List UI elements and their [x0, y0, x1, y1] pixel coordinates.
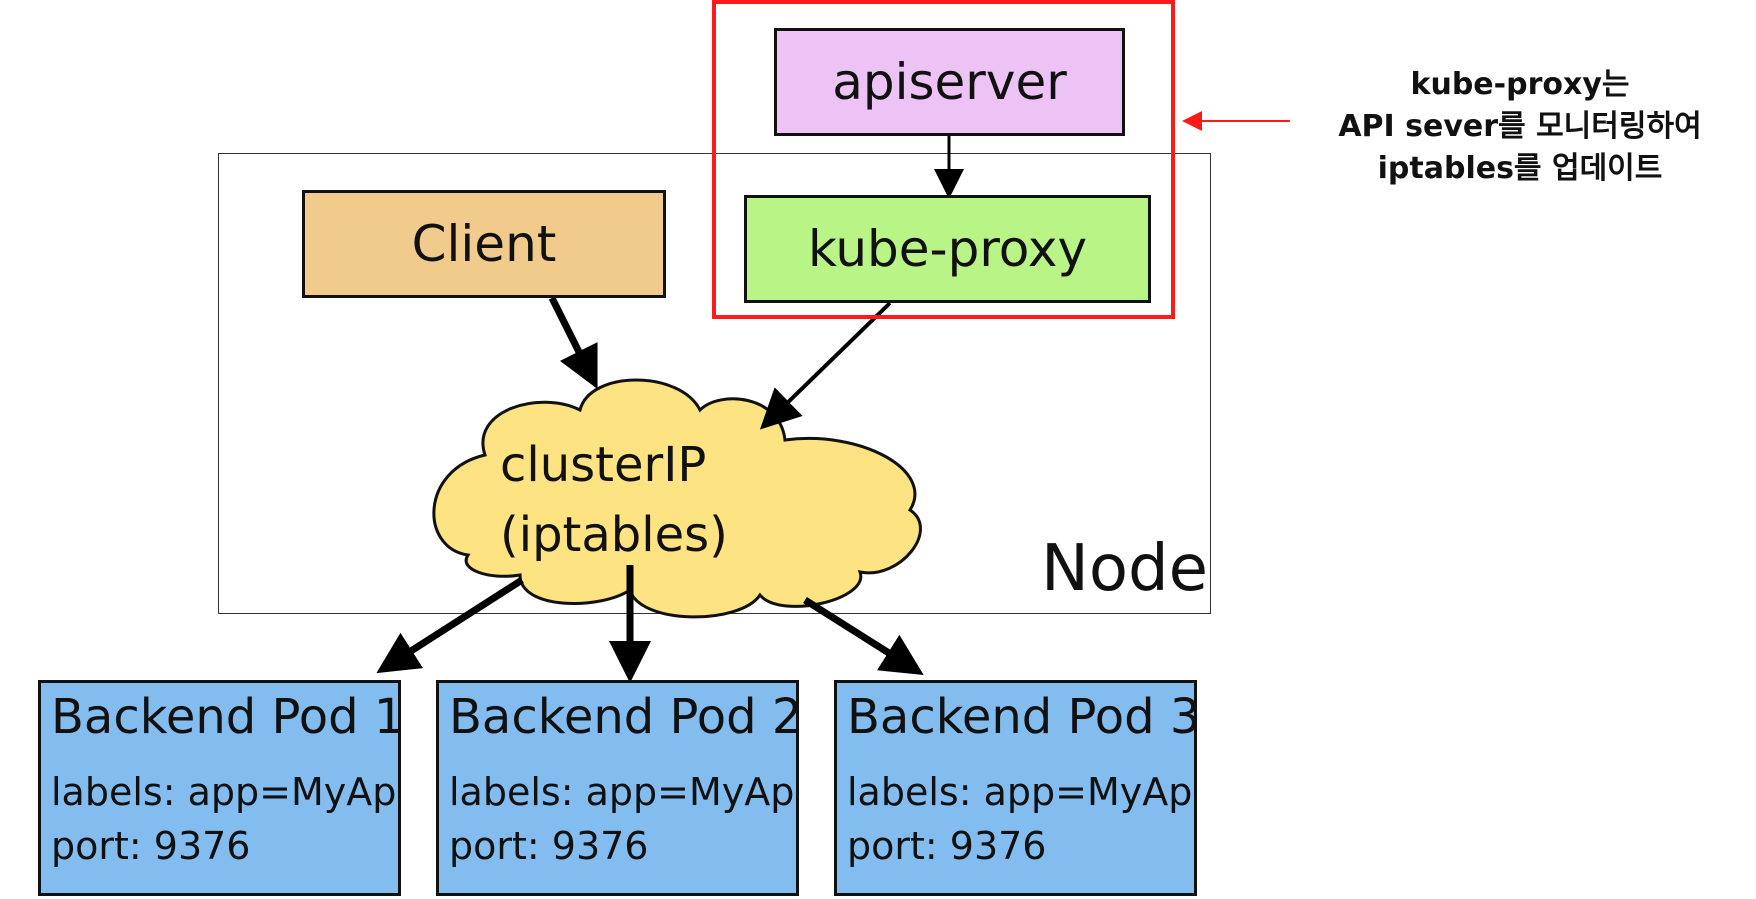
pod-labels: labels: app=MyApp [449, 770, 799, 814]
kube-proxy-label: kube-proxy [807, 220, 1088, 278]
pod-port: port: 9376 [449, 824, 649, 868]
kube-proxy-highlight-frame [712, 0, 1175, 319]
cluster-ip-line1: clusterIP [500, 437, 707, 493]
arrow-cluster-ip-to-pod-1 [376, 577, 524, 674]
backend-pod-2: Backend Pod 2 labels: app=MyApp port: 93… [436, 680, 799, 896]
pod-labels: labels: app=MyApp [51, 770, 401, 814]
cluster-ip-text: clusterIP (iptables) [500, 430, 728, 570]
pod-title: Backend Pod 1 [51, 689, 401, 745]
cluster-ip-cloud [432, 378, 922, 619]
arrow-cluster-ip-to-pod-3 [803, 597, 924, 675]
apiserver-label: apiserver [832, 53, 1067, 111]
annotation-line3: iptables를 업데이트 [1377, 151, 1663, 186]
pod-title: Backend Pod 2 [449, 689, 799, 745]
pod-title: Backend Pod 3 [847, 689, 1197, 745]
pod-port: port: 9376 [847, 824, 1047, 868]
kube-proxy-box: kube-proxy [744, 195, 1151, 303]
client-label: Client [411, 215, 557, 273]
node-label: Node [1040, 532, 1208, 606]
backend-pod-3: Backend Pod 3 labels: app=MyApp port: 93… [834, 680, 1197, 896]
arrow-kube-proxy-to-cluster-ip [759, 301, 892, 430]
backend-pod-1: Backend Pod 1 labels: app=MyApp port: 93… [38, 680, 401, 896]
annotation-text: kube-proxy는 API sever를 모니터링하여 iptables를 … [1300, 64, 1740, 190]
cluster-ip-line2: (iptables) [500, 507, 728, 563]
arrow-client-to-cluster-ip [548, 296, 598, 390]
annotation-line1: kube-proxy는 [1410, 67, 1630, 102]
client-box: Client [302, 190, 666, 298]
pod-labels: labels: app=MyApp [847, 770, 1197, 814]
pod-port: port: 9376 [51, 824, 251, 868]
annotation-line2: API sever를 모니터링하여 [1338, 109, 1702, 144]
apiserver-box: apiserver [774, 28, 1125, 136]
